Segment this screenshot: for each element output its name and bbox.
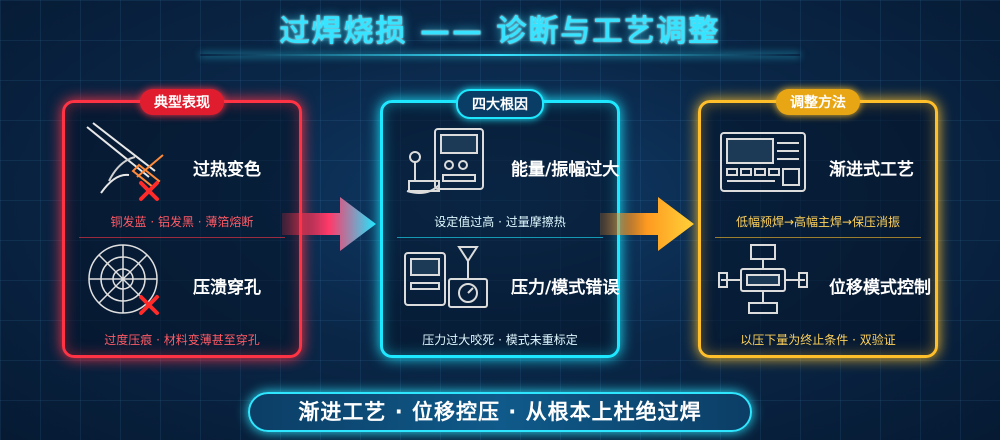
divider (79, 237, 285, 238)
item-description: 低幅预焊→高幅主焊→保压消振 (735, 215, 901, 229)
item-description: 设定值过高 · 过量摩擦热 (434, 215, 566, 229)
panel-root-causes: 四大根因 能量/振幅过大 设定值过高 · 过量摩擦热 (380, 89, 620, 358)
panel-badge: 四大根因 (456, 89, 544, 119)
item-label: 过热变色 (193, 160, 261, 180)
panel-item: 能量/振幅过大 设定值过高 · 过量摩擦热 (383, 117, 620, 238)
title-underline (200, 54, 800, 56)
flow-arrow-right-icon (600, 197, 694, 251)
item-label: 压力/模式错误 (511, 278, 620, 298)
page-title: 过焊烧损 —— 诊断与工艺调整 (279, 14, 721, 49)
flow-arrow-right-icon (282, 197, 376, 251)
divider (715, 237, 921, 238)
overheated-wire-icon (86, 122, 164, 201)
item-label: 位移模式控制 (829, 278, 931, 298)
item-description: 铜发蓝 · 铝发黑 · 薄箔熔断 (110, 215, 254, 229)
welder-generator-icon (406, 128, 484, 194)
item-description: 压力过大咬死 · 模式未重标定 (422, 333, 578, 347)
item-label: 渐进式工艺 (829, 160, 914, 180)
panel-badge: 调整方法 (776, 89, 860, 115)
panel-item: 压溃穿孔 过度压痕 · 材料变薄甚至穿孔 (65, 235, 299, 355)
panel-item: 位移模式控制 以压下量为终止条件 · 双验证 (701, 235, 935, 355)
divider (397, 237, 603, 238)
control-panel-icon (720, 132, 806, 192)
panel-item: 压力/模式错误 压力过大咬死 · 模式未重标定 (383, 235, 620, 355)
panel-typical-symptoms: 典型表现 过热变色 铜发蓝 · 铝发黑 · 薄箔熔断 (62, 89, 302, 358)
item-label: 能量/振幅过大 (511, 160, 620, 180)
panel-item: 渐进式工艺 低幅预焊→高幅主焊→保压消振 (701, 117, 935, 238)
pressure-gauge-machine-icon (404, 246, 488, 308)
displacement-actuator-icon (718, 244, 808, 314)
panel-badge: 典型表现 (140, 89, 224, 115)
panel-item: 过热变色 铜发蓝 · 铝发黑 · 薄箔熔断 (65, 117, 299, 238)
punctured-mesh-icon (88, 244, 159, 315)
summary-banner: 渐进工艺 · 位移控压 · 从根本上杜绝过焊 (248, 392, 752, 432)
panel-adjustment-methods: 调整方法 渐进式工艺 低幅预焊→高幅主焊→保压消振 (698, 89, 938, 358)
item-description: 以压下量为终止条件 · 双验证 (740, 333, 896, 347)
item-label: 压溃穿孔 (193, 278, 261, 298)
item-description: 过度压痕 · 材料变薄甚至穿孔 (104, 333, 260, 347)
